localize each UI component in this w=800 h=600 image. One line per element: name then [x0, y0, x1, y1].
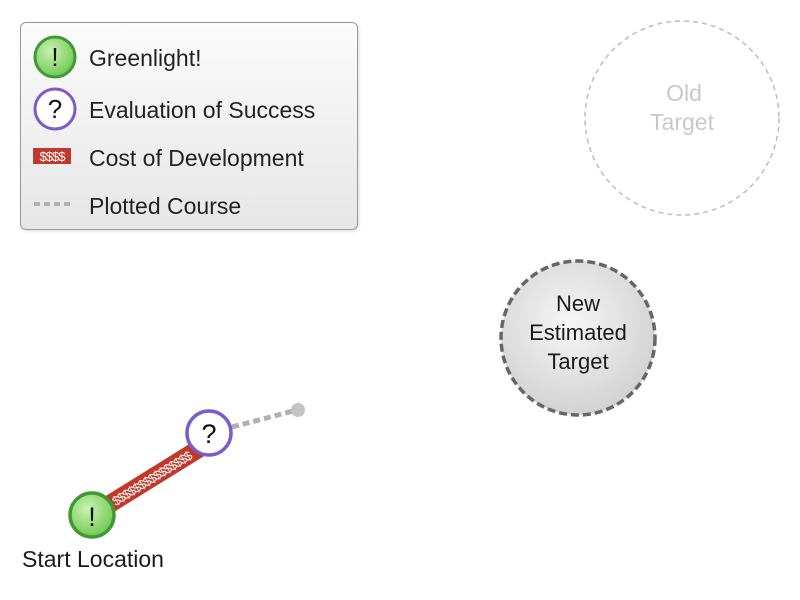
svg-text:!: ! [51, 42, 58, 72]
start-greenlight-marker: ! [68, 491, 116, 539]
start-location-label: Start Location [22, 546, 164, 572]
svg-text:?: ? [48, 94, 62, 124]
old-target-label-line2: Target [650, 109, 715, 135]
new-target-label-line2: Estimated [529, 320, 627, 345]
dollar-strip-icon: $$$$ [33, 148, 71, 164]
greenlight-glyph: ! [88, 502, 96, 532]
new-target-label-line1: New [556, 291, 600, 316]
legend-label-greenlight: Greenlight! [89, 45, 202, 71]
cost-strip-glyphs: $$$$$$$$$$$$$$$ [109, 447, 195, 508]
new-target-label-line3: Target [547, 349, 608, 374]
legend-item-course: Plotted Course [21, 183, 357, 227]
legend-item-evaluation: ? Evaluation of Success [21, 87, 357, 131]
old-target-label-line1: Old [666, 80, 702, 106]
legend-label-evaluation: Evaluation of Success [89, 97, 316, 123]
legend-label-course: Plotted Course [89, 193, 242, 219]
evaluation-marker: ? [185, 409, 233, 457]
greenlight-icon: ! [33, 35, 77, 79]
old-target: Old Target [584, 20, 780, 216]
dashed-line-icon [34, 202, 73, 206]
legend-item-cost: $$$$ Cost of Development [21, 135, 357, 179]
new-estimated-target: New Estimated Target [499, 259, 657, 417]
plotted-course [231, 403, 305, 430]
legend-item-greenlight: ! Greenlight! [21, 35, 357, 79]
legend: ! Greenlight! ? Evaluation of Success $$… [20, 22, 358, 230]
evaluation-glyph: ? [201, 419, 216, 449]
course-end-dot [291, 403, 305, 417]
cost-glyphs: $$$$ [40, 149, 67, 164]
question-icon: ? [33, 87, 77, 131]
legend-label-cost: Cost of Development [89, 145, 304, 171]
